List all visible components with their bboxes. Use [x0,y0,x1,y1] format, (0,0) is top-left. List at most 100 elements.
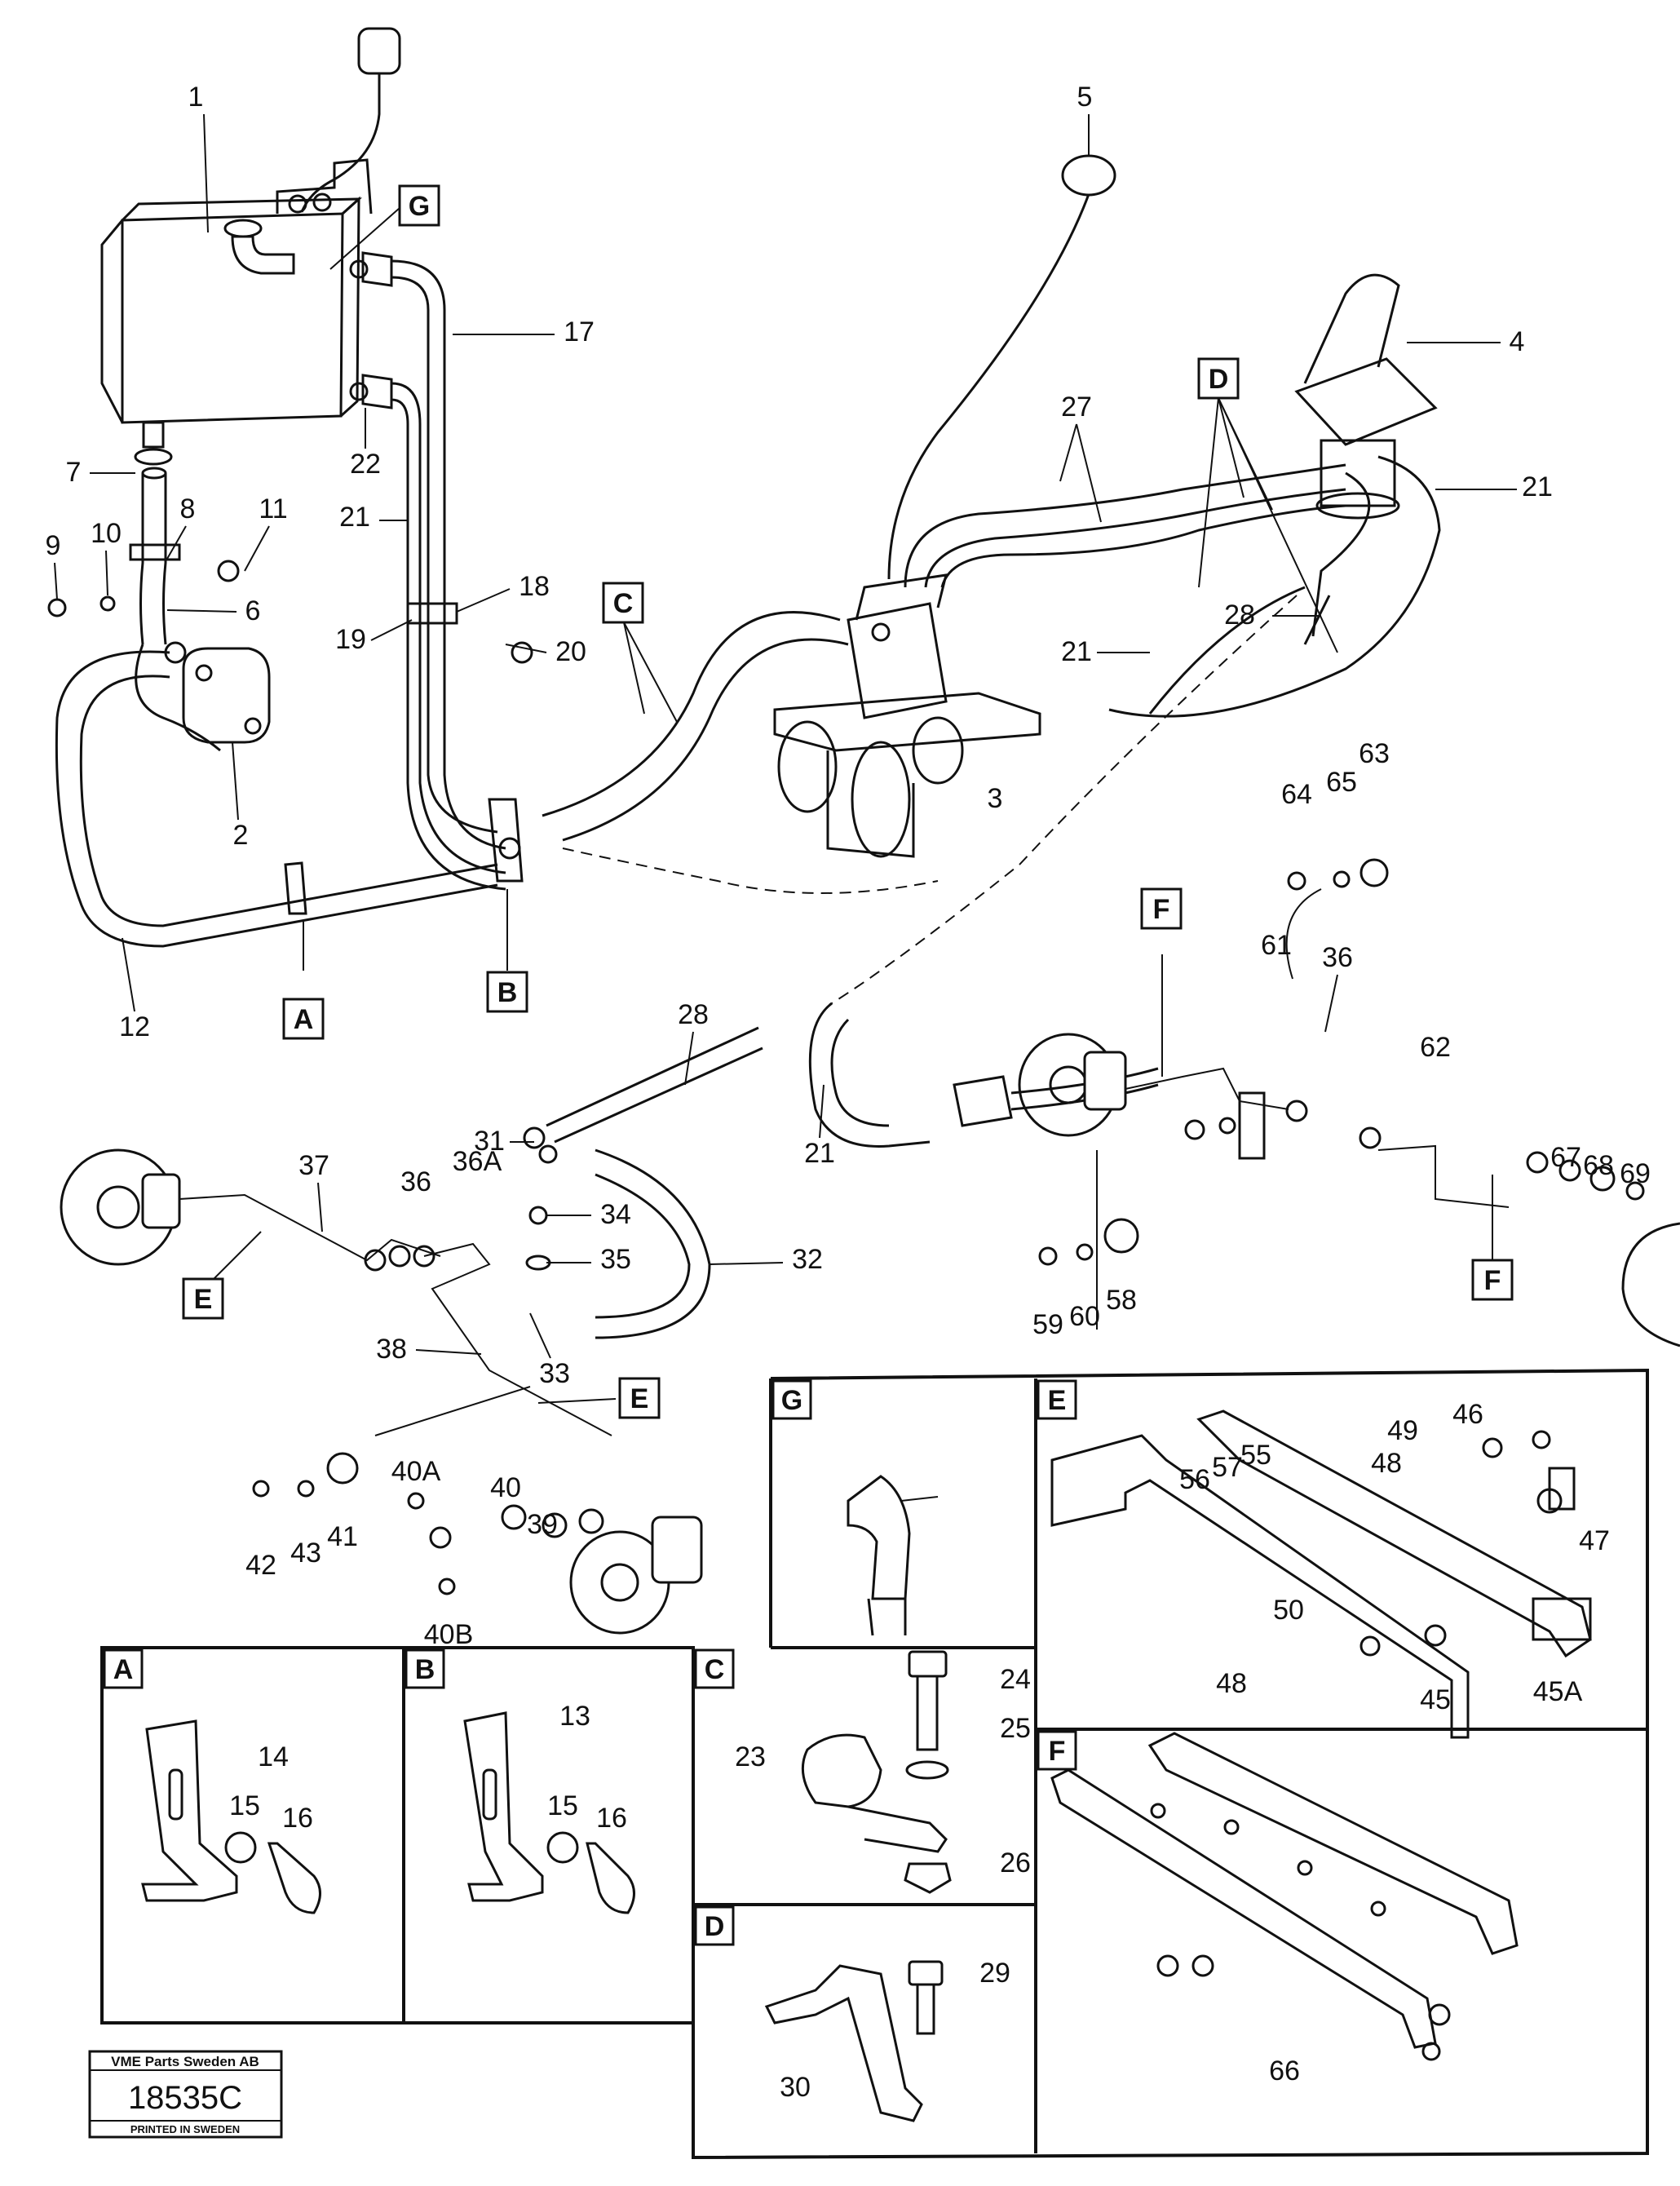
ref-letter-e-mid: E [630,1383,649,1414]
callout-56: 62 [1420,1032,1451,1063]
detail-panels: G E 46 49 48 47 50 48 45 45A A 14 15 [100,1368,1649,2160]
callout-21c: 21 [1061,636,1092,667]
callout-53: 59 [1032,1309,1063,1340]
callout-34: 34 [600,1199,631,1230]
callout-48b: 50 [1273,1595,1304,1626]
callout-15b: 15 [547,1790,578,1821]
callout-18: 18 [519,571,550,602]
callout-28b: 28 [678,999,709,1030]
callout-40B: 40B [424,1619,474,1650]
brake-lines [60,1002,1680,1635]
callout-29: 29 [979,1958,1010,1989]
title-block: VME Parts Sweden AB 18535C PRINTED IN SW… [88,2050,283,2139]
callout-10: 10 [91,518,122,549]
callout-45B: 47 [1579,1525,1610,1556]
ref-letter-f-lower: F [1484,1265,1501,1296]
callout-59: 65 [1326,767,1357,798]
callout-57: 63 [1359,738,1390,769]
hoses-main [542,154,1441,1004]
callout-36A: 36A [453,1146,502,1177]
callout-9: 9 [46,530,61,561]
valve-3 [773,573,1041,858]
callout-17: 17 [564,316,595,347]
callout-19: 19 [335,624,366,655]
callout-54: 60 [1069,1301,1100,1332]
callout-2: 2 [233,820,249,851]
callout-42: 42 [245,1550,276,1581]
callout-7: 7 [66,457,82,488]
panel-letter-c: C [705,1654,725,1685]
callout-8: 8 [180,493,196,524]
callout-45A: 46 [1452,1399,1483,1430]
ref-letter-f-upper: F [1153,894,1170,925]
callout-36a: 36 [400,1166,431,1197]
callout-26: 26 [1000,1847,1031,1878]
callout-25: 25 [1000,1713,1031,1744]
callout-38: 38 [376,1334,407,1365]
callout-6: 6 [245,595,261,626]
callout-23: 23 [735,1741,766,1772]
title-block-printed: PRINTED IN SWEDEN [130,2123,240,2135]
callout-4: 4 [1510,326,1525,357]
callout-20: 20 [555,636,586,667]
callout-12: 12 [119,1011,150,1042]
callout-33: 33 [539,1358,570,1389]
callout-27: 27 [1061,392,1092,423]
callout-44: 45 [1420,1684,1451,1715]
panel-letter-d: D [705,1911,725,1942]
callout-31: 31 [474,1126,505,1157]
callout-49: 55 [1240,1440,1271,1471]
callout-37: 37 [298,1150,329,1181]
reservoir-tank [100,27,401,466]
callout-16a: 16 [282,1803,313,1834]
callout-51: 57 [1212,1452,1243,1483]
callout-41: 41 [327,1521,358,1552]
pointer-arrows [207,888,1493,1436]
return-hoses [349,251,533,891]
callout-15a: 15 [229,1790,260,1821]
hardware-parts [47,560,1645,1595]
callout-22: 22 [350,449,381,480]
callout-35: 35 [600,1244,631,1275]
callout-61: 68 [1583,1150,1614,1181]
callout-16b: 16 [596,1803,627,1834]
ref-letter-g: G [409,191,430,222]
callout-45: 45A [1533,1676,1583,1707]
pedal-valve-4 [1294,273,1438,520]
callout-58: 64 [1281,779,1312,810]
panel-letter-g: G [781,1385,802,1416]
callout-62: 69 [1620,1158,1651,1189]
callout-13: 13 [559,1701,590,1732]
callout-47: 48 [1216,1668,1247,1699]
title-block-number: 18535C [128,2080,242,2116]
callout-5: 5 [1077,82,1093,113]
callout-28a: 28 [1224,600,1255,631]
pump-assembly [55,467,498,948]
callout-46: 48 [1371,1448,1402,1479]
ref-letter-c: C [613,588,634,619]
ref-letter-e-left: E [194,1284,213,1315]
callout-21d: 21 [804,1138,835,1169]
callout-43: 43 [290,1538,321,1569]
callout-1: 1 [188,82,204,113]
callout-36b: 36 [1322,942,1353,973]
callout-40: 40 [490,1472,521,1503]
panel-letter-e: E [1048,1385,1067,1416]
callout-24: 24 [1000,1664,1031,1695]
callout-21b: 21 [1522,471,1553,502]
panel-letter-b: B [415,1654,435,1685]
callout-14: 14 [258,1741,289,1772]
callout-48a: 49 [1387,1415,1418,1446]
ref-letter-b: B [497,977,518,1008]
panel-letter-f: F [1049,1736,1066,1767]
ref-letter-boxes: G C D B A F F E E [182,184,1514,1419]
ref-letter-a: A [294,1004,314,1035]
panel-letter-a: A [113,1654,134,1685]
callout-3: 3 [988,783,1003,814]
callout-66-partial: 66 [1269,2055,1300,2086]
callout-52: 58 [1106,1285,1137,1316]
callout-21a: 21 [339,502,370,533]
ref-letter-d: D [1209,364,1229,395]
callout-60: 67 [1550,1142,1581,1173]
